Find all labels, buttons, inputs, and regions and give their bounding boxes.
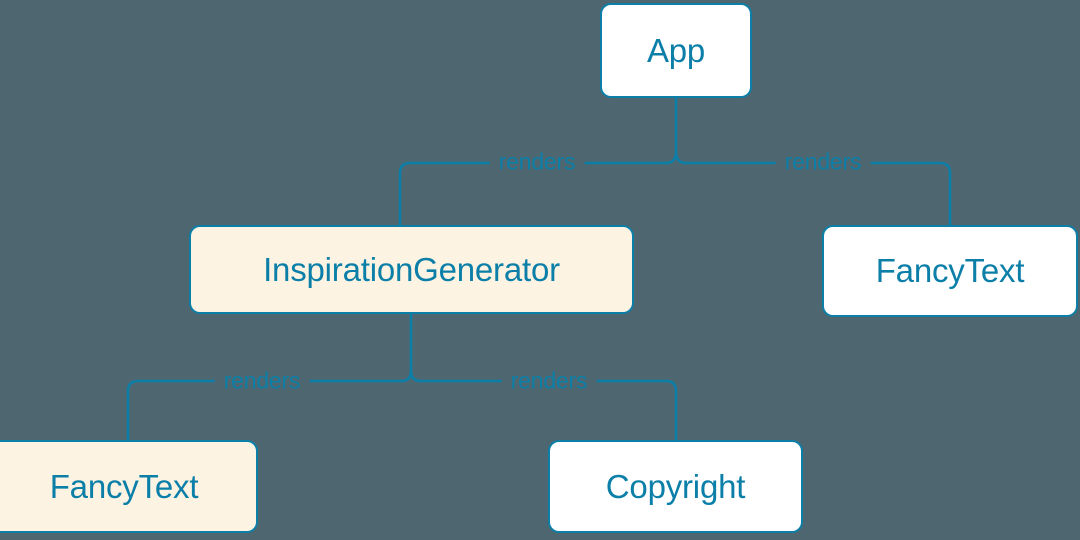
edge-app-stem-right [674,150,688,165]
node-fancytext-left[interactable]: FancyText [0,440,258,533]
edge-label-inspirationgenerator-to-copyright: renders [501,369,597,393]
edge-label-app-to-inspirationgenerator: renders [489,150,585,174]
edge-app-stem [664,96,678,165]
node-app[interactable]: App [600,3,752,98]
edge-inspirationgenerator-stem [399,312,413,383]
node-copyright[interactable]: Copyright [548,440,803,533]
edge-label-app-to-fancytext-right: renders [775,150,871,174]
node-inspirationgenerator[interactable]: InspirationGenerator [189,225,634,314]
node-fancytext-right[interactable]: FancyText [822,225,1078,317]
edge-label-inspirationgenerator-to-fancytext-left: renders [214,369,310,393]
edge-inspirationgenerator-stem-right [409,369,423,383]
